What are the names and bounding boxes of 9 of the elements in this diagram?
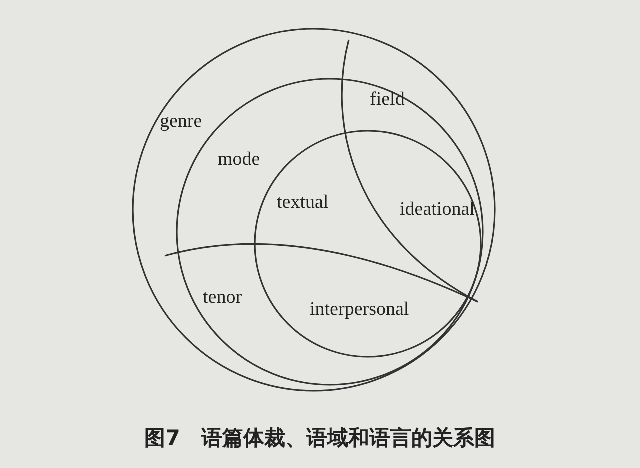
circle-region bbox=[132, 28, 496, 392]
region-label: textual bbox=[277, 193, 329, 212]
region-label: ideational bbox=[400, 200, 475, 219]
figure-caption: 图7 语篇体裁、语域和语言的关系图 bbox=[144, 426, 496, 450]
region-label: tenor bbox=[203, 288, 242, 307]
region-label: field bbox=[370, 90, 405, 109]
region-label: interpersonal bbox=[310, 300, 410, 319]
region-label: genre bbox=[160, 112, 202, 131]
region-label: mode bbox=[218, 150, 260, 169]
